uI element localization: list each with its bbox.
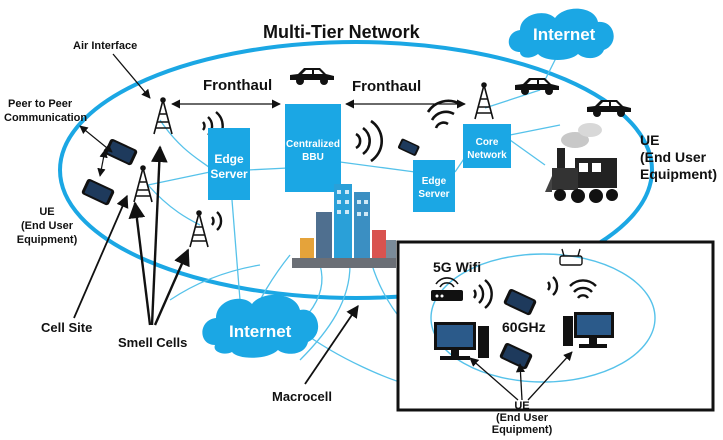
signal-waves-icon	[473, 279, 493, 309]
edge-server-left-line2: Server	[210, 167, 248, 181]
smartphone-icon	[104, 138, 138, 166]
ue-left-line2: (End User	[21, 220, 74, 232]
inset-ellipse	[430, 253, 656, 383]
wifi-router-icon	[559, 248, 583, 266]
internet-cloud-bottom: Internet	[202, 294, 319, 358]
desktop-computer-icon	[434, 322, 489, 360]
smartphone-icon	[499, 342, 533, 370]
air-interface-label: Air Interface	[73, 40, 137, 52]
ue-bottom-line1: UE	[514, 400, 529, 412]
internet-cloud-top: Internet	[508, 8, 614, 60]
ue-left-line3: Equipment)	[17, 234, 78, 246]
peer-to-peer-label-line1: Peer to Peer	[8, 98, 73, 110]
signal-waves-icon	[569, 279, 597, 299]
desktop-computer-icon	[563, 312, 614, 348]
small-cells-arrows	[128, 145, 190, 326]
ue-right-line1: UE	[640, 132, 659, 148]
signal-waves-icon	[547, 276, 559, 296]
wifi-5g-label: 5G Wifi	[433, 259, 481, 275]
peer-to-peer-label-line2: Communication	[4, 112, 87, 124]
network-boundary-ellipse	[58, 40, 654, 300]
core-network-line1: Core	[476, 137, 499, 148]
edge-server-right-line2: Server	[418, 189, 449, 200]
smartphone-icon	[81, 178, 115, 206]
cell-tower-icon	[189, 210, 209, 248]
ue-right-line2: (End User	[640, 149, 707, 165]
core-network-line2: Network	[467, 150, 507, 161]
internet-label-bottom: Internet	[229, 322, 292, 341]
macrocell-label: Macrocell	[272, 389, 332, 404]
air-interface-arrow	[112, 53, 151, 99]
cell-tower-icon	[153, 97, 173, 135]
car-icon	[290, 68, 334, 85]
smartphone-icon	[398, 138, 420, 156]
ue-right-line3: Equipment)	[640, 166, 717, 182]
edge-server-box-left: Edge Server	[208, 128, 250, 200]
wifi-router-icon	[431, 277, 463, 301]
edge-server-left-line1: Edge	[214, 152, 244, 166]
car-icon	[515, 78, 559, 95]
signal-waves-icon	[211, 211, 223, 231]
edge-server-right-line1: Edge	[422, 176, 447, 187]
edge-server-box-right: Edge Server	[413, 160, 455, 212]
cell-tower-icon	[474, 82, 494, 120]
small-cells-label: Smell Cells	[118, 335, 187, 350]
car-icon	[587, 100, 631, 117]
signal-waves-icon	[426, 99, 461, 129]
cell-site-label: Cell Site	[41, 320, 92, 335]
ue-bottom-line3: Equipment)	[492, 424, 553, 436]
core-network-box: Core Network	[463, 124, 511, 168]
cell-tower-icon	[133, 165, 153, 203]
cell-site-arrow	[73, 194, 129, 319]
smartphone-icon	[503, 288, 537, 316]
diagram-title: Multi-Tier Network	[263, 22, 421, 42]
ghz60-label: 60GHz	[502, 319, 546, 335]
bbu-line1: Centralized	[286, 139, 340, 150]
ue-bottom-arrows	[469, 351, 573, 401]
train-icon	[545, 123, 618, 203]
signal-waves-icon	[355, 119, 384, 163]
fronthaul-label-left: Fronthaul	[203, 77, 272, 94]
city-buildings-icon	[292, 184, 396, 268]
macrocell-arrow	[304, 304, 359, 385]
centralized-bbu-box: Centralized BBU	[285, 104, 341, 192]
peer-arrow	[79, 125, 113, 153]
fronthaul-label-right: Fronthaul	[352, 78, 421, 95]
bbu-line2: BBU	[302, 152, 324, 163]
internet-label-top: Internet	[533, 25, 596, 44]
peer-arrow	[97, 149, 108, 177]
ue-bottom-line2: (End User	[496, 412, 549, 424]
ue-left-line1: UE	[39, 206, 54, 218]
